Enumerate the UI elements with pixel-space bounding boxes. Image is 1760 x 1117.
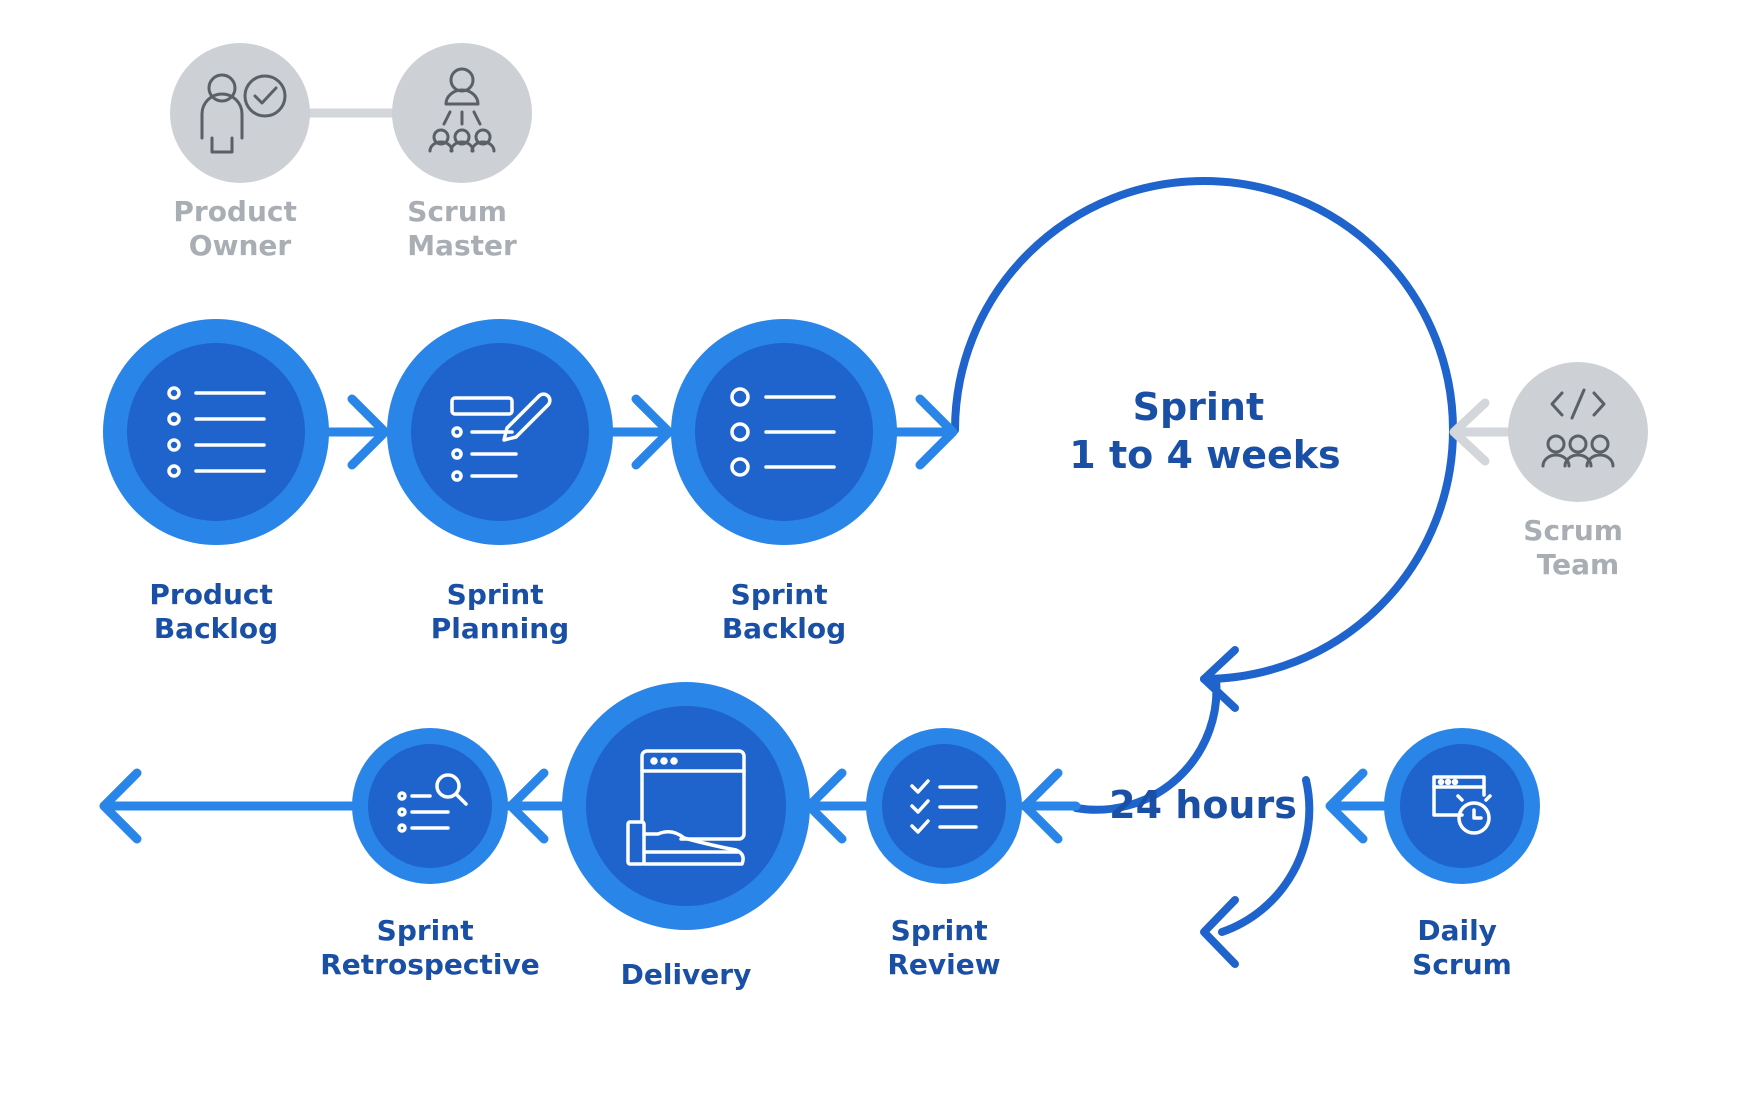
scrum-master-label: Scrum Master <box>407 195 517 262</box>
sprint-retrospective-inner <box>368 744 492 868</box>
daily-duration-label: 24 hours <box>1109 783 1297 827</box>
sprint-planning-label: Sprint Planning <box>431 578 569 645</box>
browser-shoe-icon <box>626 749 746 866</box>
sprint-title: Sprint 1 to 4 weeks <box>1069 385 1340 477</box>
arrowhead-3 <box>915 394 958 470</box>
person-team-icon <box>428 67 496 153</box>
daily-loop-right <box>1072 675 1221 814</box>
team-arrowhead <box>1449 398 1490 466</box>
daily-loop-arrowhead <box>1200 896 1239 968</box>
list-search-icon <box>397 773 468 833</box>
sprint-retrospective-node <box>352 728 508 884</box>
delivery-label: Delivery <box>621 958 752 991</box>
person-check-icon <box>200 73 287 154</box>
arrowhead-2 <box>631 394 674 470</box>
delivery-inner <box>586 706 786 906</box>
scrum-team-label: Scrum Team <box>1523 514 1632 581</box>
daily-loop-lower <box>1218 776 1314 936</box>
product-backlog-inner <box>127 343 305 521</box>
list-icon <box>167 386 266 478</box>
sprint-loop <box>951 177 1457 683</box>
scrum-team-circle <box>1508 362 1648 502</box>
checklist-icon <box>910 779 978 834</box>
product-owner-node <box>170 43 310 183</box>
sprint-planning-node <box>387 319 613 545</box>
delivery-node <box>562 682 810 930</box>
arrowhead-1 <box>347 394 390 470</box>
sprint-retrospective-label: Sprint Retrospective <box>320 914 540 981</box>
product-backlog-node <box>103 319 329 545</box>
product-owner-circle <box>170 43 310 183</box>
sprint-backlog-node <box>671 319 897 545</box>
list-pencil-icon <box>450 392 552 482</box>
sprint-backlog-label: Sprint Backlog <box>722 578 846 645</box>
daily-scrum-label: Daily Scrum <box>1412 914 1512 981</box>
browser-clock-icon <box>1432 775 1492 835</box>
sprint-review-node <box>866 728 1022 884</box>
daily-scrum-inner <box>1400 744 1524 868</box>
daily-arrowhead <box>1325 768 1368 844</box>
scrum-master-node <box>392 43 532 183</box>
product-owner-label: Product Owner <box>173 195 306 262</box>
arrowhead-6 <box>506 768 549 844</box>
list-icon <box>730 387 836 477</box>
exit-arrowhead <box>99 768 142 844</box>
daily-scrum-node <box>1384 728 1540 884</box>
scrum-team-node <box>1508 362 1648 502</box>
sprint-review-label: Sprint Review <box>887 914 1000 981</box>
code-team-icon <box>1541 388 1615 468</box>
arrowhead-4 <box>1020 768 1063 844</box>
sprint-loop-arrowhead <box>1200 646 1239 712</box>
product-backlog-label: Product Backlog <box>149 578 282 645</box>
